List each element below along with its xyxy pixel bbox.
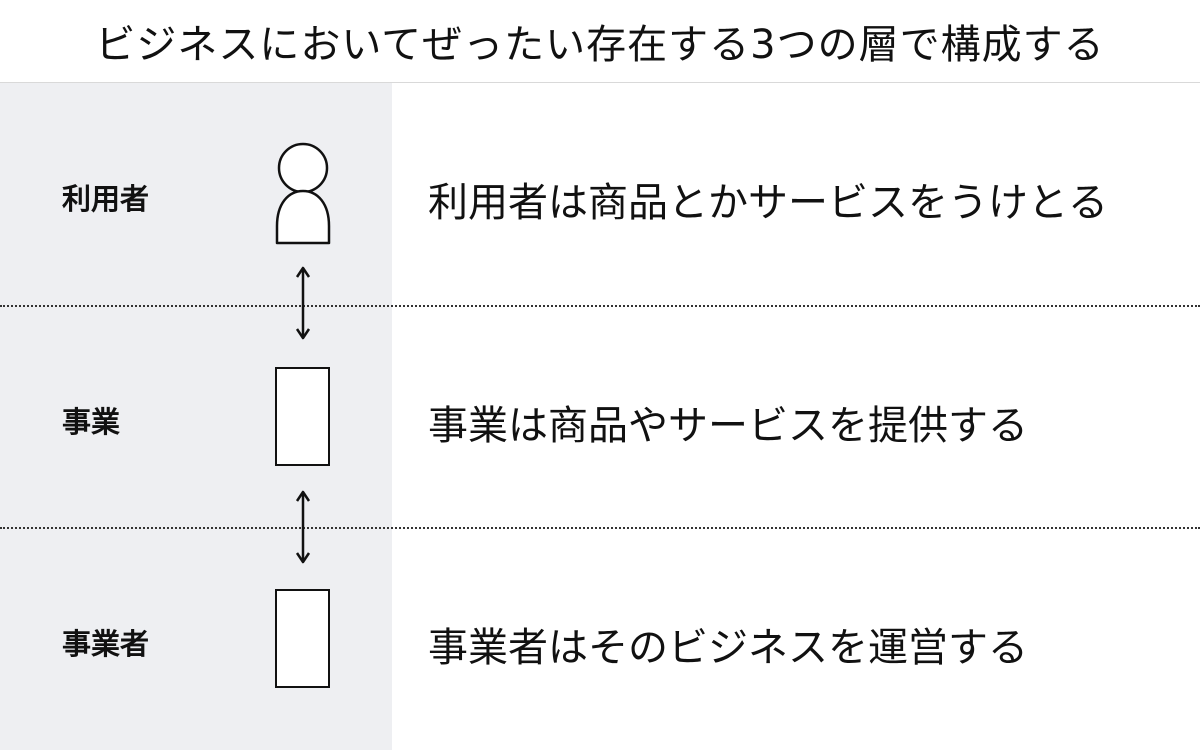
business-box-icon <box>275 367 330 466</box>
layer-label-user: 利用者 <box>62 182 150 216</box>
layer-description-business: 事業は商品やサービスを提供する <box>428 403 1028 449</box>
layer-description-user: 利用者は商品とかサービスをうけとる <box>428 180 1108 226</box>
layer-description-operator: 事業者はそのビジネスを運営する <box>428 625 1028 671</box>
layer-label-operator: 事業者 <box>62 627 150 661</box>
double-arrow-icon <box>295 490 311 564</box>
page-title: ビジネスにおいてぜったい存在する3つの層で構成する <box>95 22 1105 68</box>
layer-label-business: 事業 <box>62 405 121 439</box>
layer-divider <box>0 305 1200 307</box>
person-icon <box>275 142 331 245</box>
header: ビジネスにおいてぜったい存在する3つの層で構成する <box>0 0 1200 83</box>
double-arrow-icon <box>295 266 311 340</box>
layer-divider <box>0 527 1200 529</box>
operator-box-icon <box>275 589 330 688</box>
